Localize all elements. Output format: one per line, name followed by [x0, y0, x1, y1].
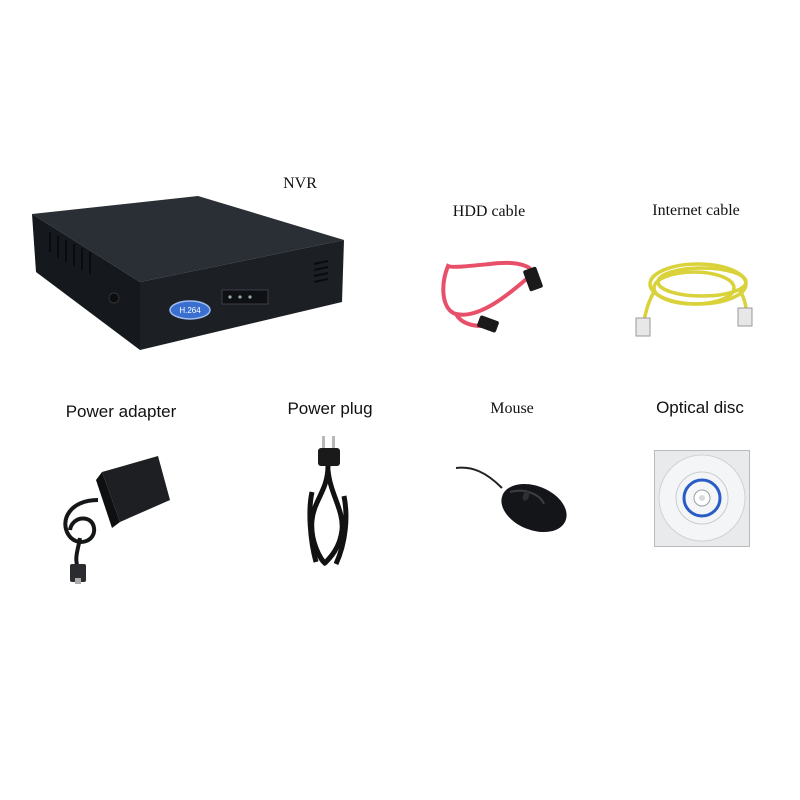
power-adapter-icon — [63, 456, 170, 584]
mouse-label: Mouse — [490, 400, 534, 417]
power-plug-label: Power plug — [287, 399, 373, 418]
sata-cable-icon — [441, 261, 543, 333]
hdd-cable-label: HDD cable — [452, 203, 526, 220]
nvr-badge: H.264 — [179, 306, 201, 315]
nvr-device-icon: H.264 — [32, 196, 344, 350]
internet-cable-label: Internet cable — [652, 202, 740, 219]
optical-disc-label: Optical disc — [656, 398, 744, 417]
optical-disc-icon — [654, 450, 750, 547]
mouse-icon — [455, 466, 567, 533]
power-adapter-label: Power adapter — [65, 402, 177, 421]
ethernet-cable-icon — [635, 262, 753, 337]
power-plug-icon — [307, 436, 349, 567]
nvr-label: NVR — [283, 175, 317, 192]
